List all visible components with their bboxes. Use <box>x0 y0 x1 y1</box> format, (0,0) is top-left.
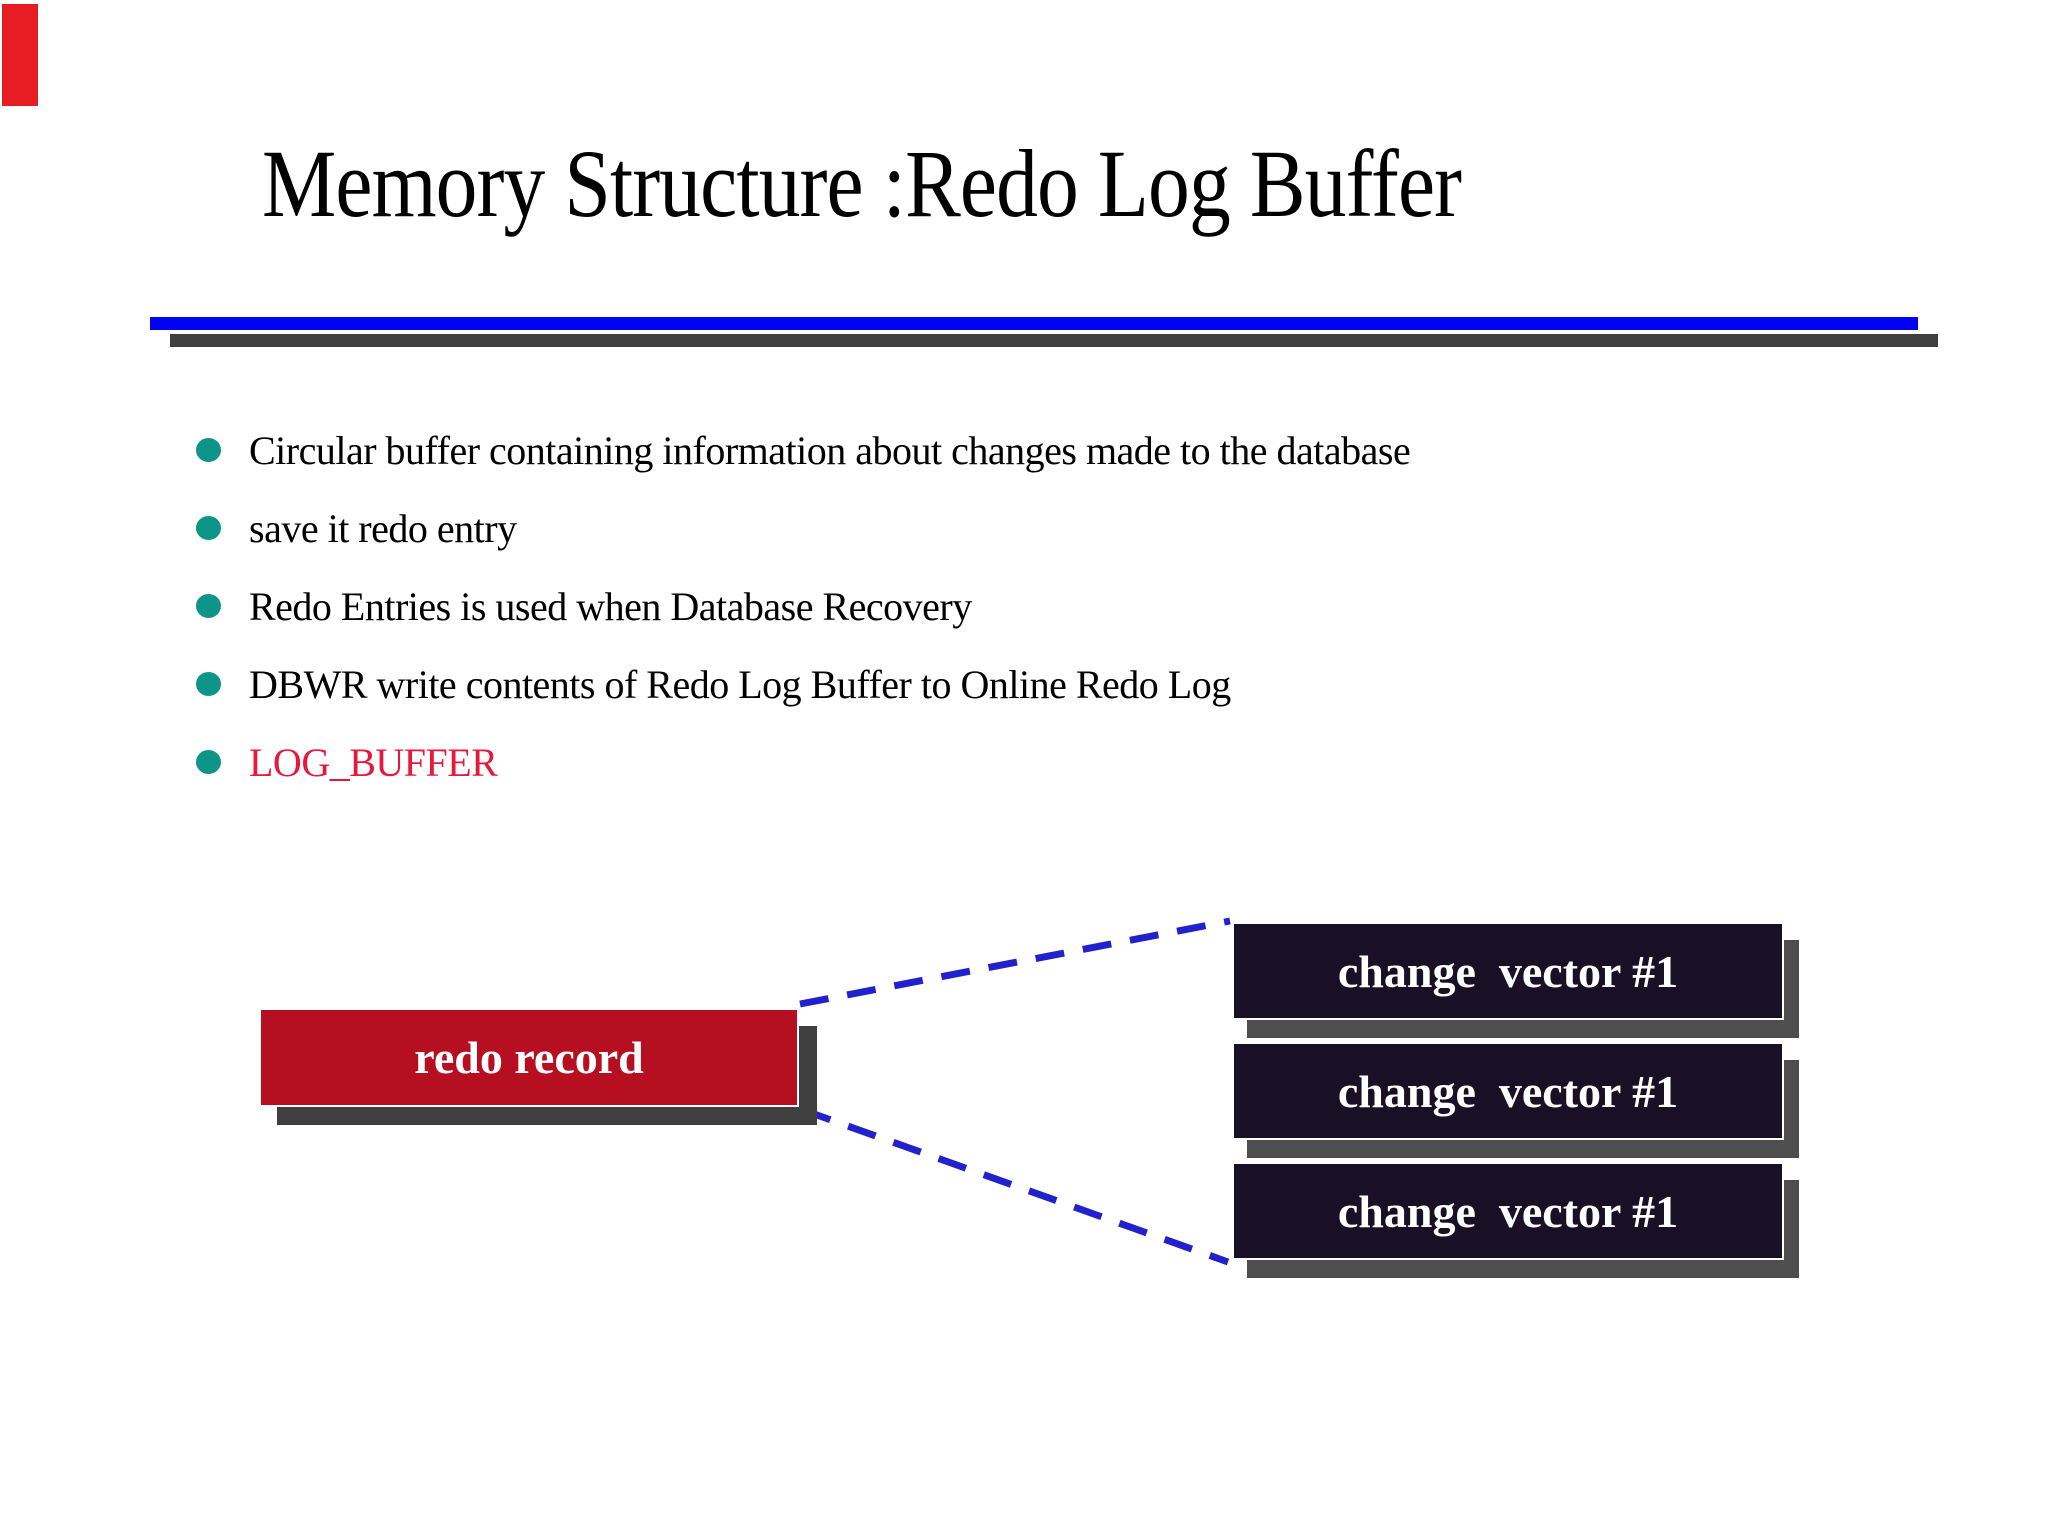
change-vector-label: change vector #1 <box>1337 945 1679 997</box>
bullet-list: Circular buffer containing information a… <box>196 411 1411 801</box>
red-corner-marker <box>2 4 38 106</box>
bullet-dot-icon <box>196 516 221 540</box>
bullet-dot-icon <box>196 672 221 696</box>
bullet-item: save it redo entry <box>196 489 1410 567</box>
change-vector-box-2: change vector #1 <box>1232 1042 1784 1140</box>
bullet-dot-icon <box>196 438 221 462</box>
bullet-text: Redo Entries is used when Database Recov… <box>249 583 972 629</box>
slide-title: Memory Structure :Redo Log Buffer <box>262 130 1462 237</box>
bullet-text-log-buffer: LOG_BUFFER <box>249 739 498 785</box>
change-vector-label: change vector #1 <box>1337 1065 1679 1117</box>
change-vector-box-3: change vector #1 <box>1232 1162 1784 1260</box>
dashed-connector-lower <box>801 1106 1230 1266</box>
dashed-connector-upper <box>799 917 1231 1008</box>
bullet-item: LOG_BUFFER <box>196 723 1410 801</box>
bullet-dot-icon <box>196 750 221 774</box>
title-underline-blue <box>150 317 1918 330</box>
bullet-text: save it redo entry <box>249 505 517 551</box>
title-underline-shadow <box>170 334 1938 347</box>
redo-record-box: redo record <box>259 1008 799 1107</box>
bullet-text: Circular buffer containing information a… <box>249 427 1411 473</box>
bullet-item: Circular buffer containing information a… <box>196 411 1411 489</box>
bullet-text: DBWR write contents of Redo Log Buffer t… <box>249 661 1231 707</box>
redo-record-label: redo record <box>414 1032 644 1083</box>
change-vector-label: change vector #1 <box>1337 1185 1679 1237</box>
bullet-dot-icon <box>196 594 221 618</box>
bullet-item: Redo Entries is used when Database Recov… <box>196 567 1410 645</box>
bullet-item: DBWR write contents of Redo Log Buffer t… <box>196 645 1410 723</box>
change-vector-box-1: change vector #1 <box>1232 922 1784 1020</box>
